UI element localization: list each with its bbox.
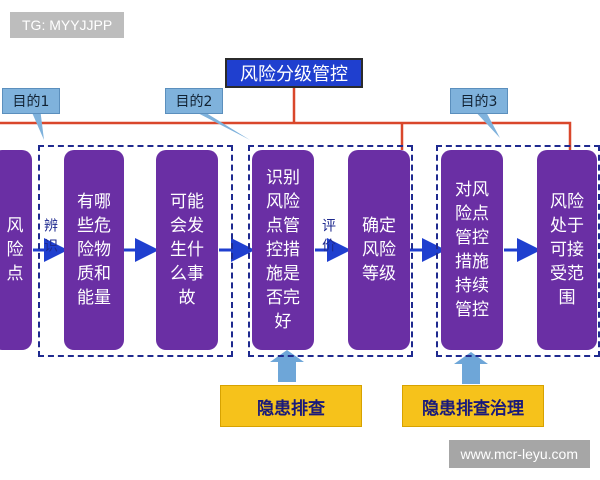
purpose-2: 目的2 (165, 88, 223, 114)
hazard-governance-box: 隐患排查治理 (402, 385, 544, 427)
box-risk-level: 确定风险等级 (348, 150, 410, 350)
box-possible-accidents: 可能会发生什么事故 (156, 150, 218, 350)
watermark: www.mcr-leyu.com (448, 440, 590, 468)
box-acceptable-range: 风险处于可接受范围 (537, 150, 597, 350)
box-identify-measures: 识别风险点管控措施是否完好 (252, 150, 314, 350)
box-continuous-control: 对风险点管控措施持续管控 (441, 150, 503, 350)
diagram-title: 风险分级管控 (225, 58, 363, 88)
purpose-3: 目的3 (450, 88, 508, 114)
tag-label: TG: MYYJJPP (10, 12, 125, 38)
label-identify: 辨识 (42, 218, 58, 258)
box-risk-point: 风险点 (0, 150, 32, 350)
group-control (436, 145, 600, 357)
red-bracket-line (0, 121, 572, 150)
label-evaluate: 评价 (320, 218, 336, 258)
purpose-1: 目的1 (2, 88, 60, 114)
group-evaluate (248, 145, 413, 357)
box-hazard-substances: 有哪些危险物质和能量 (64, 150, 124, 350)
group-identify (38, 145, 233, 357)
hazard-inspection-box: 隐患排查 (220, 385, 362, 427)
